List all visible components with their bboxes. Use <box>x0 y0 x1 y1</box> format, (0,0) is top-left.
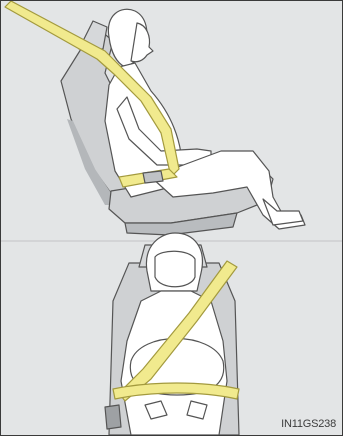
buckle-side <box>143 171 163 183</box>
side-view-scene <box>5 1 305 235</box>
buckle-front <box>105 405 121 429</box>
front-view-scene <box>105 233 239 435</box>
figure-code: IN11GS238 <box>281 418 336 430</box>
woman-face-front <box>155 251 195 287</box>
